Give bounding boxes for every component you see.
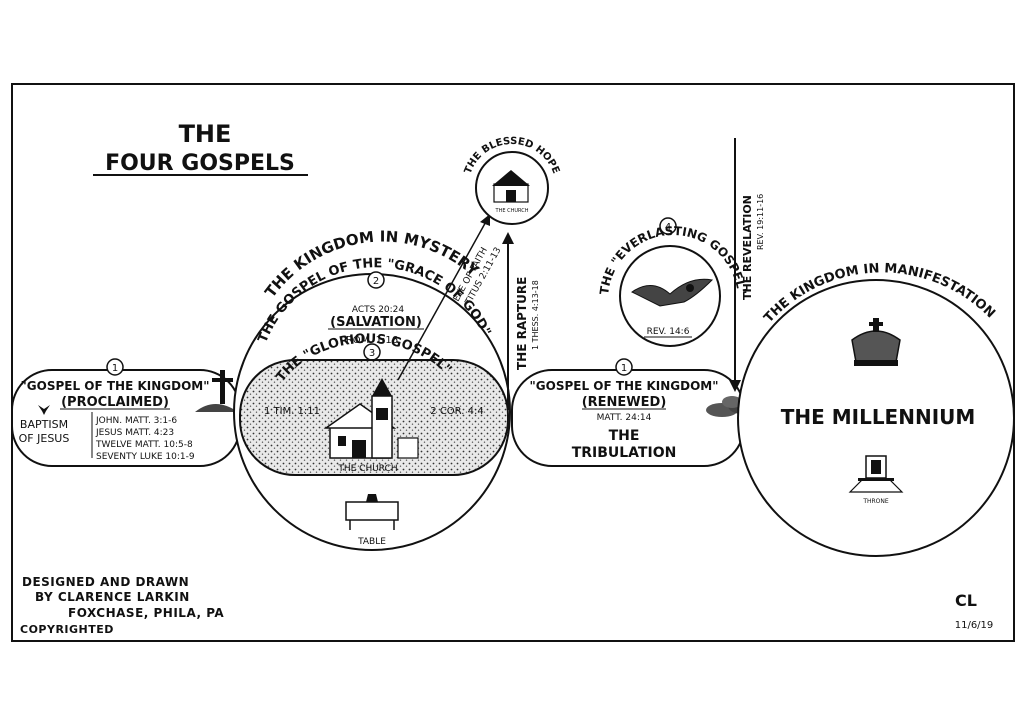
table-label: TABLE <box>357 537 386 547</box>
tim-ref: 1 TIM. 1:11 <box>264 406 320 417</box>
proclaimed-subtitle: (PROCLAIMED) <box>61 395 169 410</box>
revelation-arrowhead <box>729 380 741 392</box>
title-line-1: THE <box>179 120 232 148</box>
church-building-icon <box>323 378 419 459</box>
eye-of-faith-arrowhead <box>480 214 490 226</box>
manifestation-circle <box>737 279 1015 557</box>
credit-line-2: BY CLARENCE LARKIN <box>35 590 190 604</box>
church-label: THE CHURCH <box>337 464 397 474</box>
small-church-icon <box>492 170 530 203</box>
renewed-number-circle <box>615 358 633 376</box>
renewed-ref: MATT. 24:14 <box>597 413 652 423</box>
proclaimed-number-circle <box>106 358 124 376</box>
cross-icon <box>195 370 238 412</box>
rapture-label: THE RAPTURE <box>515 277 529 370</box>
baptism-line-1: BAPTISM <box>20 418 68 431</box>
everlasting-number: 4 <box>665 222 671 233</box>
revelation-label: THE REVELATION <box>741 195 754 300</box>
title-line-2: FOUR GOSPELS <box>105 151 295 176</box>
credit-line-3: FOXCHASE, PHILA, PA <box>68 606 224 620</box>
ref-jesus: JESUS MATT. 4:23 <box>95 428 174 438</box>
millennium-label: THE MILLENNIUM <box>781 405 976 429</box>
date-stamp: 11/6/19 <box>955 620 994 631</box>
credit-line-4: COPYRIGHTED <box>20 623 114 636</box>
rom-ref: ROM. 1:16 <box>346 335 398 346</box>
proclaimed-title: "GOSPEL OF THE KINGDOM" <box>21 379 210 393</box>
blessed-hope-church: THE CHURCH <box>495 208 529 214</box>
tribulation-line-1: THE <box>609 428 640 444</box>
credit-line-1: DESIGNED AND DRAWN <box>22 575 189 589</box>
tribulation-line-2: TRIBULATION <box>572 445 677 461</box>
acts-ref: ACTS 20:24 <box>352 305 405 315</box>
eye-of-faith-arrow <box>397 217 489 381</box>
mystery-number: 2 <box>373 276 379 287</box>
everlasting-number-circle <box>659 217 677 235</box>
salvation-label: (SALVATION) <box>330 315 422 330</box>
revelation-ref: REV. 19:11-16 <box>756 194 765 250</box>
baptism-line-2: OF JESUS <box>19 432 70 445</box>
renewed-title: "GOSPEL OF THE KINGDOM" <box>530 379 719 393</box>
proclaimed-number: 1 <box>112 363 118 374</box>
ref-twelve: TWELVE MATT. 10:5-8 <box>95 440 193 450</box>
renewed-number: 1 <box>621 363 627 374</box>
ref-john: JOHN. MATT. 3:1-6 <box>95 416 177 426</box>
rapture-arrowhead <box>502 232 514 244</box>
ref-seventy: SEVENTY LUKE 10:1-9 <box>96 452 195 462</box>
angel-icon <box>631 278 714 307</box>
throne-label: THRONE <box>862 498 889 505</box>
table-icon <box>345 494 399 530</box>
monogram: CL <box>955 591 977 610</box>
throne-icon <box>848 455 904 493</box>
everlasting-ref: REV. 14:6 <box>647 327 690 337</box>
cor-ref: 2 COR. 4:4 <box>430 406 483 417</box>
crown-icon <box>851 318 901 366</box>
thess-ref: 1 THESS. 4:13-18 <box>531 280 540 350</box>
renewed-subtitle: (RENEWED) <box>582 395 667 410</box>
glorious-number: 3 <box>369 348 375 359</box>
dove-icon <box>38 405 50 415</box>
mystery-number-circle <box>367 271 385 289</box>
